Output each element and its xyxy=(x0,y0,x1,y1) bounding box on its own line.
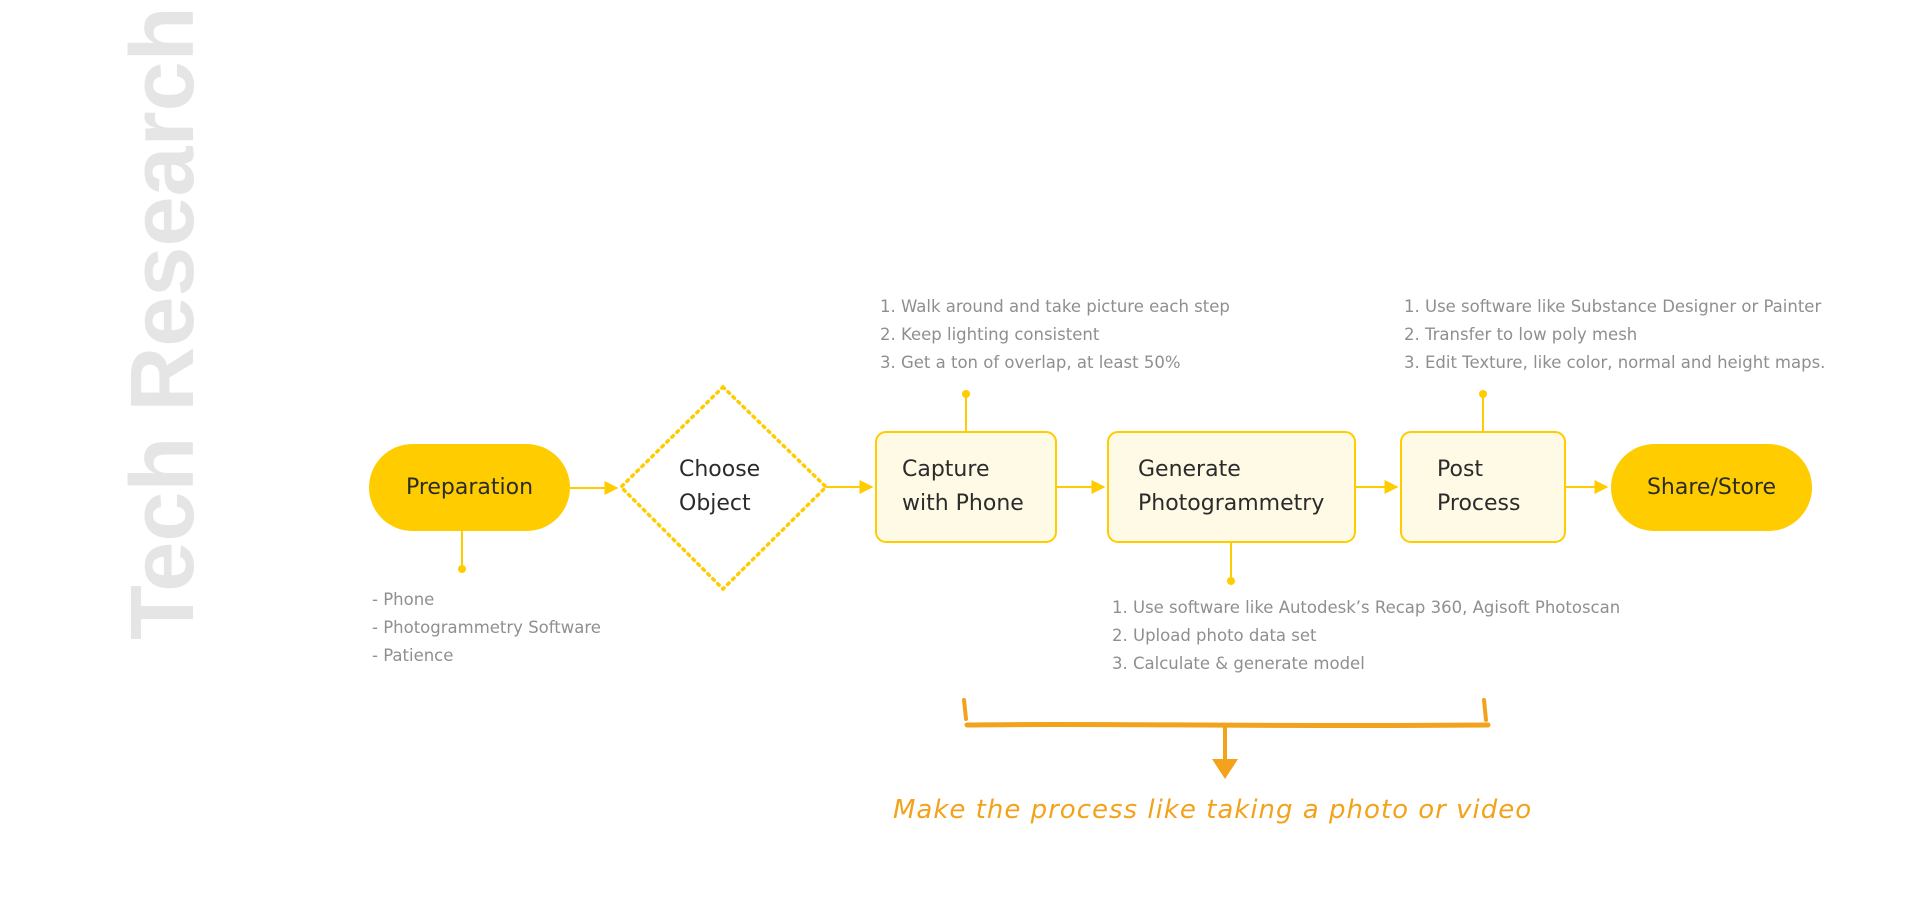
summary-annotation: Make the process like taking a photo or … xyxy=(893,795,1533,825)
summary-bracket xyxy=(962,698,1491,779)
label-generate: Generate Photogrammetry xyxy=(1138,457,1325,516)
note-post-process: 1. Use software like Substance Designer … xyxy=(1404,293,1825,377)
note-capture: 1. Walk around and take picture each ste… xyxy=(880,293,1230,377)
note-item: 3. Edit Texture, like color, normal and … xyxy=(1404,353,1826,372)
note-item: - Patience xyxy=(372,646,454,665)
note-item: 3. Get a ton of overlap, at least 50% xyxy=(880,353,1181,372)
node-preparation[interactable] xyxy=(369,444,570,531)
node-choose-object[interactable] xyxy=(618,384,829,592)
node-share-store[interactable] xyxy=(1611,444,1812,531)
note-item: 3. Calculate & generate model xyxy=(1112,654,1365,673)
note-item: - Photogrammetry Software xyxy=(372,618,601,637)
note-item: 2. Upload photo data set xyxy=(1112,626,1317,645)
note-preparation: - Phone - Photogrammetry Software - Pati… xyxy=(372,586,601,670)
note-item: - Phone xyxy=(372,590,435,609)
label-capture: Capture with Phone xyxy=(902,457,1024,516)
connector-capture xyxy=(962,390,970,432)
label-share-store: Share/Store xyxy=(1646,474,1777,500)
note-generate: 1. Use software like Autodesk’s Recap 36… xyxy=(1112,594,1620,678)
note-item: 1. Walk around and take picture each ste… xyxy=(880,297,1230,316)
connector-post-process xyxy=(1479,390,1487,432)
label-preparation: Preparation xyxy=(405,474,534,500)
note-item: 1. Use software like Substance Designer … xyxy=(1404,297,1822,316)
note-item: 1. Use software like Autodesk’s Recap 36… xyxy=(1112,598,1621,617)
connector-generate xyxy=(1227,542,1235,585)
label-post-process: Post Process xyxy=(1437,457,1521,516)
label-choose-object: Choose Object xyxy=(679,457,761,516)
note-item: 2. Keep lighting consistent xyxy=(880,325,1100,344)
connector-preparation xyxy=(458,531,466,573)
note-item: 2. Transfer to low poly mesh xyxy=(1404,325,1638,344)
